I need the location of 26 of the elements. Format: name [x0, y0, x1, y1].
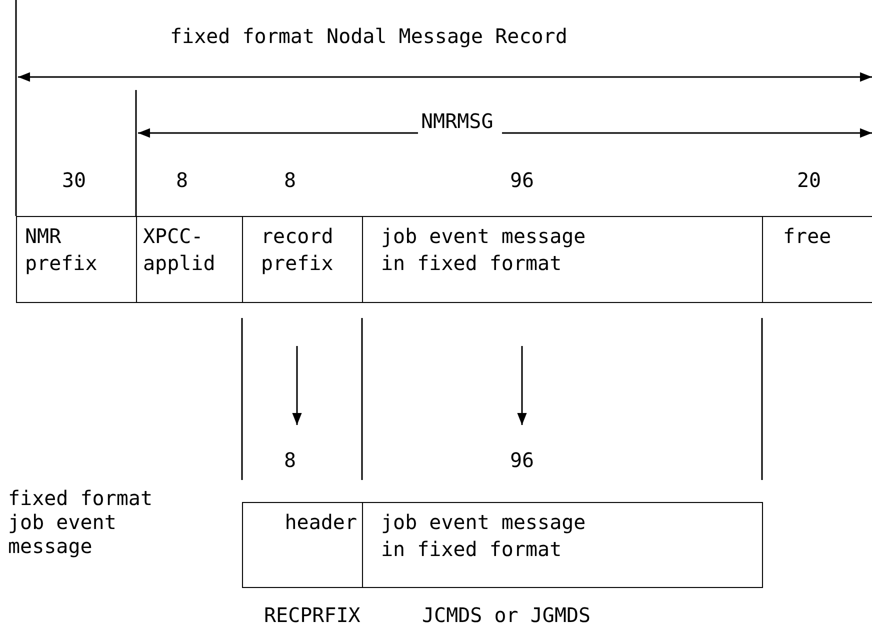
dimension-label: fixed format Nodal Message Record: [170, 24, 568, 48]
size-label: 96: [510, 168, 534, 192]
field-box: [242, 502, 363, 588]
size-label: 96: [510, 448, 534, 472]
field-label: record prefix: [261, 223, 334, 277]
structure-name: JCMDS or JGMDS: [422, 603, 591, 627]
field-box: [16, 216, 137, 303]
field-box: [136, 216, 243, 303]
field-label: job event message in fixed format: [381, 223, 587, 277]
field-label: header: [284, 509, 357, 536]
field-label: free: [783, 223, 832, 250]
field-label: job event message in fixed format: [381, 509, 587, 563]
field-box: [362, 216, 763, 303]
size-label: 8: [176, 168, 188, 192]
size-label: 8: [284, 448, 296, 472]
structure-name: RECPRFIX: [264, 603, 360, 627]
field-label: NMR prefix: [25, 223, 98, 277]
field-label: XPCC-applid: [143, 223, 216, 277]
field-box: [242, 216, 363, 303]
dimension-label: NMRMSG: [421, 109, 494, 133]
size-label: 30: [62, 168, 86, 192]
field-box: [762, 216, 872, 303]
caption-text: fixed format job event message: [8, 486, 154, 558]
field-box: [362, 502, 763, 588]
size-label: 20: [797, 168, 822, 192]
size-label: 8: [284, 168, 296, 192]
